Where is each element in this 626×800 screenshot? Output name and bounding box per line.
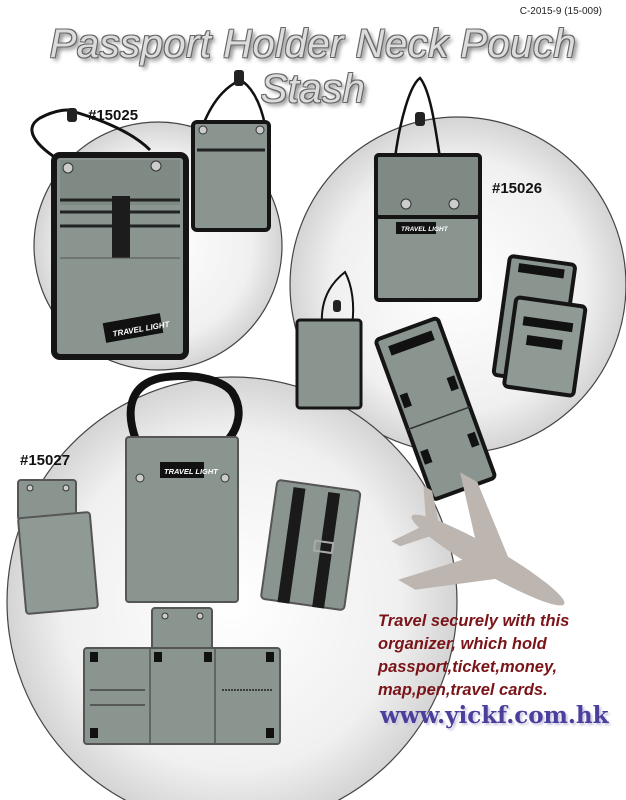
tagline-line-1: Travel securely with this bbox=[378, 612, 570, 630]
pouch-15027-right bbox=[260, 479, 362, 611]
catalog-code: C-2015-9 (15-009) bbox=[519, 6, 602, 17]
pouch-15025-small bbox=[191, 70, 271, 232]
pouch-15026-back bbox=[491, 254, 588, 398]
page-title: Passport Holder Neck Pouch Stash bbox=[49, 22, 577, 111]
model-label-15027: #15027 bbox=[20, 452, 71, 469]
tagline-line-4: map,pen,travel cards. bbox=[378, 681, 548, 699]
tagline-line-2: organizer, which hold bbox=[378, 635, 547, 653]
airplane-icon bbox=[391, 472, 565, 606]
pouch-15026-top: TRAVEL LIGHT bbox=[374, 76, 482, 302]
logo-15026: TRAVEL LIGHT bbox=[401, 226, 449, 233]
logo-15027: TRAVEL LIGHT bbox=[164, 467, 219, 476]
model-label-15026: #15026 bbox=[492, 180, 543, 197]
website-link[interactable]: www.yickf.com.hk bbox=[380, 702, 609, 729]
pouch-15026-open bbox=[374, 316, 497, 501]
pouch-15027-open bbox=[83, 607, 281, 745]
tagline-line-3: passport,ticket,money, bbox=[378, 658, 558, 676]
pouch-15027-main: TRAVEL LIGHT bbox=[125, 372, 243, 603]
pouch-15026-small bbox=[295, 270, 363, 410]
pouch-15027-left bbox=[17, 479, 99, 615]
pouch-15025-main: TRAVEL LIGHT bbox=[30, 108, 189, 360]
tagline: Travel securely with this organizer, whi… bbox=[378, 610, 618, 702]
